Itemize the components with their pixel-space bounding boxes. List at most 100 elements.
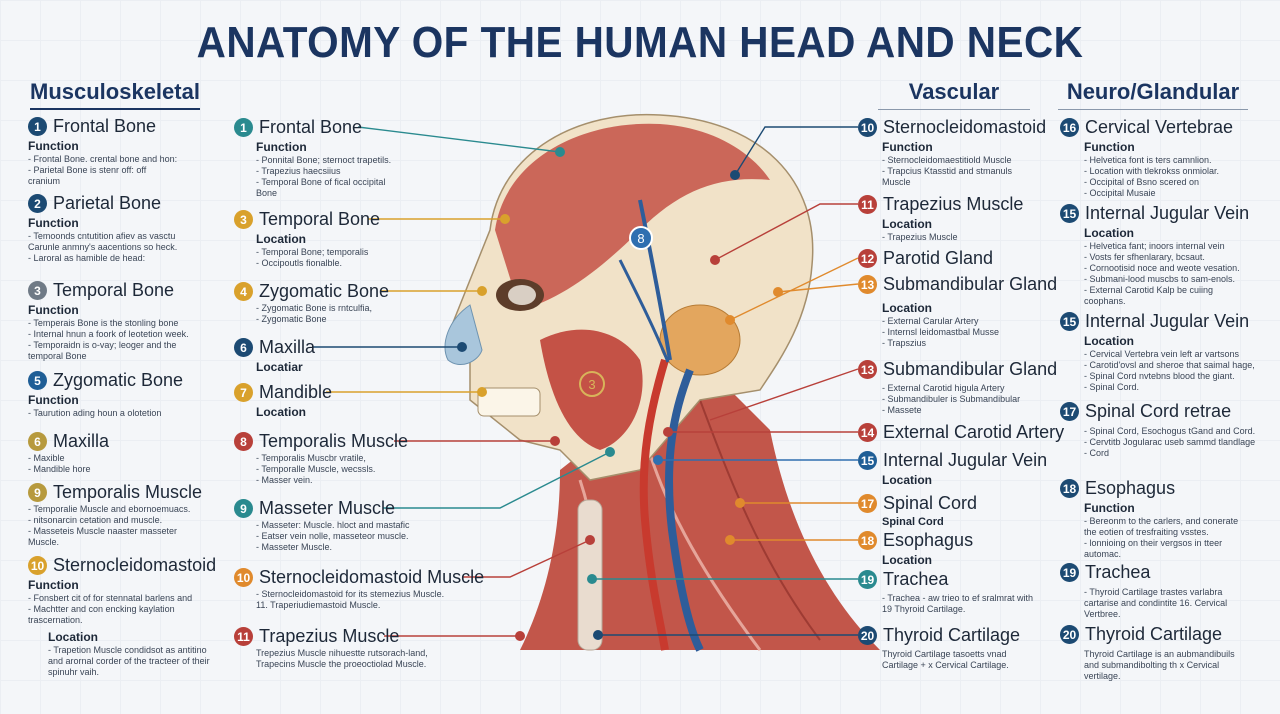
entry-lines: - Taurution ading houn a olotetion	[28, 408, 218, 419]
entry-line: - Submandibuler is Submandibular	[882, 394, 1021, 404]
entry-line: - Machtter and con encking kaylation	[28, 604, 175, 614]
entry-title: Parietal Bone	[53, 193, 162, 213]
entry-line: - Maxible	[28, 453, 65, 463]
entry-line: - Sternocleidomastoid for its stemezius …	[256, 589, 445, 599]
number-badge: 12	[858, 249, 877, 268]
entry-line: - Occipoutls fionalble.	[256, 258, 343, 268]
number-badge: 17	[858, 494, 877, 513]
column-heading-vascular: Vascular	[878, 79, 1030, 110]
number-badge: 6	[28, 432, 47, 451]
entry-title: Internal Jugular Vein	[1085, 203, 1250, 223]
entry-title: Spinal Cord	[883, 493, 978, 513]
number-badge: 15	[1060, 312, 1079, 331]
marker-8	[629, 226, 653, 250]
number-badge: 20	[1060, 625, 1079, 644]
number-badge: 16	[1060, 118, 1079, 137]
entry-line: Muscle.	[28, 537, 60, 547]
entry-subheading: Location	[256, 405, 306, 419]
number-badge: 15	[858, 451, 877, 470]
entry-line: - Temporalie Muscle and ebornoemuacs.	[28, 504, 191, 514]
entry-line: - Trapezius haecsiius	[256, 166, 341, 176]
entry-line: - Spinal Cord nvtebns blood the giant.	[1084, 371, 1235, 381]
entry-line: - Temporaidn is o-vay; leoger and the	[28, 340, 177, 350]
number-badge: 15	[1060, 204, 1079, 223]
entry-title: Thyroid Cartilage	[883, 625, 1021, 645]
entry-lines: - Cervical Vertebra vein left ar vartson…	[1084, 349, 1255, 393]
page-title: ANATOMY OF THE HUMAN HEAD AND NECK	[196, 18, 1084, 67]
entry-line: - Internsl leidomastbal Musse	[882, 327, 1000, 337]
entry-line: - Occipital Musaie	[1084, 188, 1156, 198]
entry-title: Trapezius Muscle	[259, 626, 400, 646]
entry-subheading: Location	[1084, 226, 1134, 240]
entry-line: - Carotid'ovsl and sheroe that saimal ha…	[1084, 360, 1255, 370]
number-badge: 18	[858, 531, 877, 550]
entry-subheading: Function	[1084, 140, 1135, 154]
entry-line: - Laroral as hamible de head:	[28, 253, 146, 263]
entry-title: Spinal Cord retrae	[1085, 401, 1232, 421]
entry-line: vertilage.	[1084, 671, 1121, 681]
entry-line: - Cervical Vertebra vein left ar vartson…	[1084, 349, 1240, 359]
number-badge: 5	[28, 371, 47, 390]
entry-subheading: Function	[28, 139, 79, 153]
marker-8-label: 8	[637, 231, 644, 246]
entry-line: trascernation.	[28, 615, 83, 625]
entry-line: - Masseter Muscle.	[256, 542, 333, 552]
entry-line: - Temporal Bone of fical occipital	[256, 177, 386, 187]
entry-line: - Taurution ading houn a olotetion	[28, 408, 162, 418]
entry-lines: - Trapetion Muscle condidsot as antitino…	[48, 645, 228, 678]
entry-title: Mandible	[259, 382, 333, 402]
entry-title: Frontal Bone	[259, 117, 363, 137]
entry-title: Temporal Bone	[259, 209, 381, 229]
entry-line: - Eatser vein nolle, masseteor muscle.	[256, 531, 409, 541]
number-badge: 9	[28, 483, 47, 502]
entry-subheading: Location	[882, 553, 932, 567]
entry-line: coophans.	[1084, 296, 1126, 306]
number-badge: 19	[858, 570, 877, 589]
left-entry-location: Location - Trapetion Muscle condidsot as…	[48, 628, 228, 678]
neuro-entry-internal-jugular-vein-1: 15 Internal Jugular Vein Location - Helve…	[1060, 203, 1249, 307]
entry-subheading: Function	[882, 140, 933, 154]
masseter-muscle	[540, 329, 643, 450]
scalp-muscle	[495, 123, 770, 310]
entry-line: and arornal corder of the tracteer of th…	[48, 656, 210, 666]
entry-line: - Cord	[1084, 448, 1110, 458]
entry-line: - Location with tlekrokss onmiolar.	[1084, 166, 1220, 176]
entry-line: - Zygomatic Bone is rntculfia,	[256, 303, 373, 313]
entry-line: - Masseter: Muscle. hloct and mastafic	[256, 520, 410, 530]
entry-lines: - Trapezius Muscle	[882, 232, 1023, 243]
entry-line: - Occipital of Bsno scered on	[1084, 177, 1200, 187]
entry-title: Trachea	[1085, 562, 1151, 582]
entry-line: Trepezius Muscle nihuestte rutsorach-lan…	[256, 648, 428, 658]
entry-line: - Trapszius	[882, 338, 927, 348]
entry-line: - Trapcius Ktasstid and stmanuls	[882, 166, 1013, 176]
entry-line: - Temoonds cntutition afiev as vasctu	[28, 231, 176, 241]
entry-subheading: Function	[28, 216, 79, 230]
number-badge: 10	[234, 568, 253, 587]
entry-lines: - Temporalis Muscbr vratile,- Temporalle…	[256, 453, 408, 486]
entry-line: - Helvetica fant; inoors internal vein	[1084, 241, 1225, 251]
entry-line: Thyroid Cartilage is an aubmandibuils	[1084, 649, 1235, 659]
entry-subheading: Location	[48, 630, 98, 644]
entry-subheading: Location	[882, 301, 932, 315]
entry-subheading: Function	[28, 393, 79, 407]
